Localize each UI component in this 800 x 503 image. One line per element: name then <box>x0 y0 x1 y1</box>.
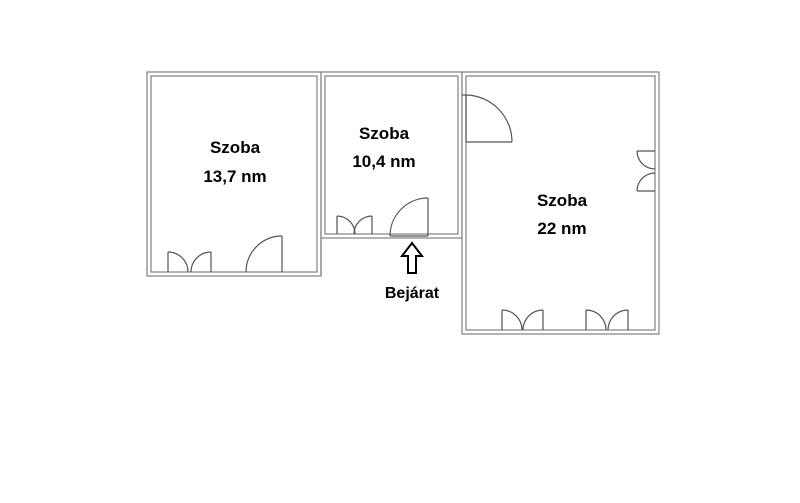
room-2-walls <box>320 71 463 239</box>
room-1-area: 13,7 nm <box>203 167 266 186</box>
up-arrow-icon <box>399 241 425 274</box>
room-1-door <box>245 235 283 273</box>
room-2-door <box>389 197 429 237</box>
room-1-name: Szoba <box>210 138 261 157</box>
room-3-walls <box>461 71 660 335</box>
entrance-label: Bejárat <box>385 285 440 302</box>
room-2-area: 10,4 nm <box>352 152 415 171</box>
room-1-window <box>167 251 212 273</box>
room-3-door <box>462 94 513 143</box>
room-3-area: 22 nm <box>537 219 586 238</box>
room-1-walls <box>146 71 322 277</box>
room-3-name: Szoba <box>537 191 588 210</box>
room-3-bottom-window-1 <box>501 309 544 331</box>
room-3-right-window <box>636 150 656 192</box>
room-2-name: Szoba <box>359 124 410 143</box>
room-3-bottom-window-2 <box>585 309 629 331</box>
room-2-window <box>336 215 373 235</box>
